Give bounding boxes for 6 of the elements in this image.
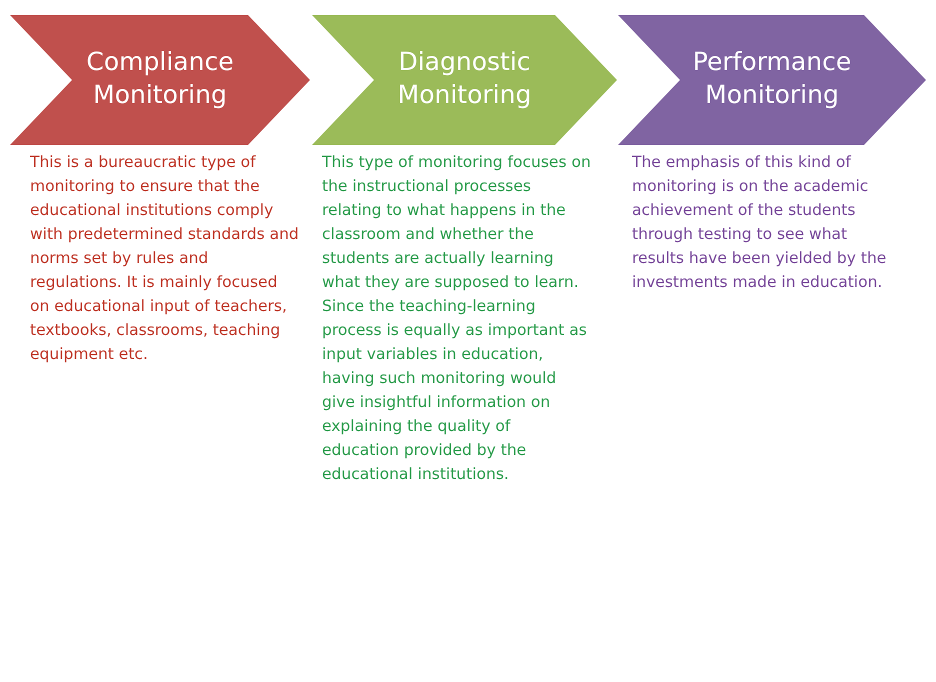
description-text: This is a bureaucratic type of monitoring to ensure that the educational institutions comply with predetermined standards and norms set by rules and regulations. It is mainly focused on educational input of teachers, textbooks, classrooms, teaching equipment etc. [30,152,300,365]
stage-title: Compliance Monitoring [85,46,235,111]
description-text: The emphasis of this kind of monitoring is on the academic achievement of the students through testing to see what results have been yielded by the investments made in education. [632,152,888,293]
stage-title: Diagnostic Monitoring [396,46,532,111]
stage-title: Performance Monitoring [692,46,852,111]
description-text: This type of monitoring focuses on the instructional processes relating to what happens in the classroom and whether the students are actually learning what they are supposed to learn. Since the teaching-learning process is equally as important as input variables in education, having such monitoring would give insightful information on explaining the quality of education provided by the educational institutions. [322,152,592,485]
